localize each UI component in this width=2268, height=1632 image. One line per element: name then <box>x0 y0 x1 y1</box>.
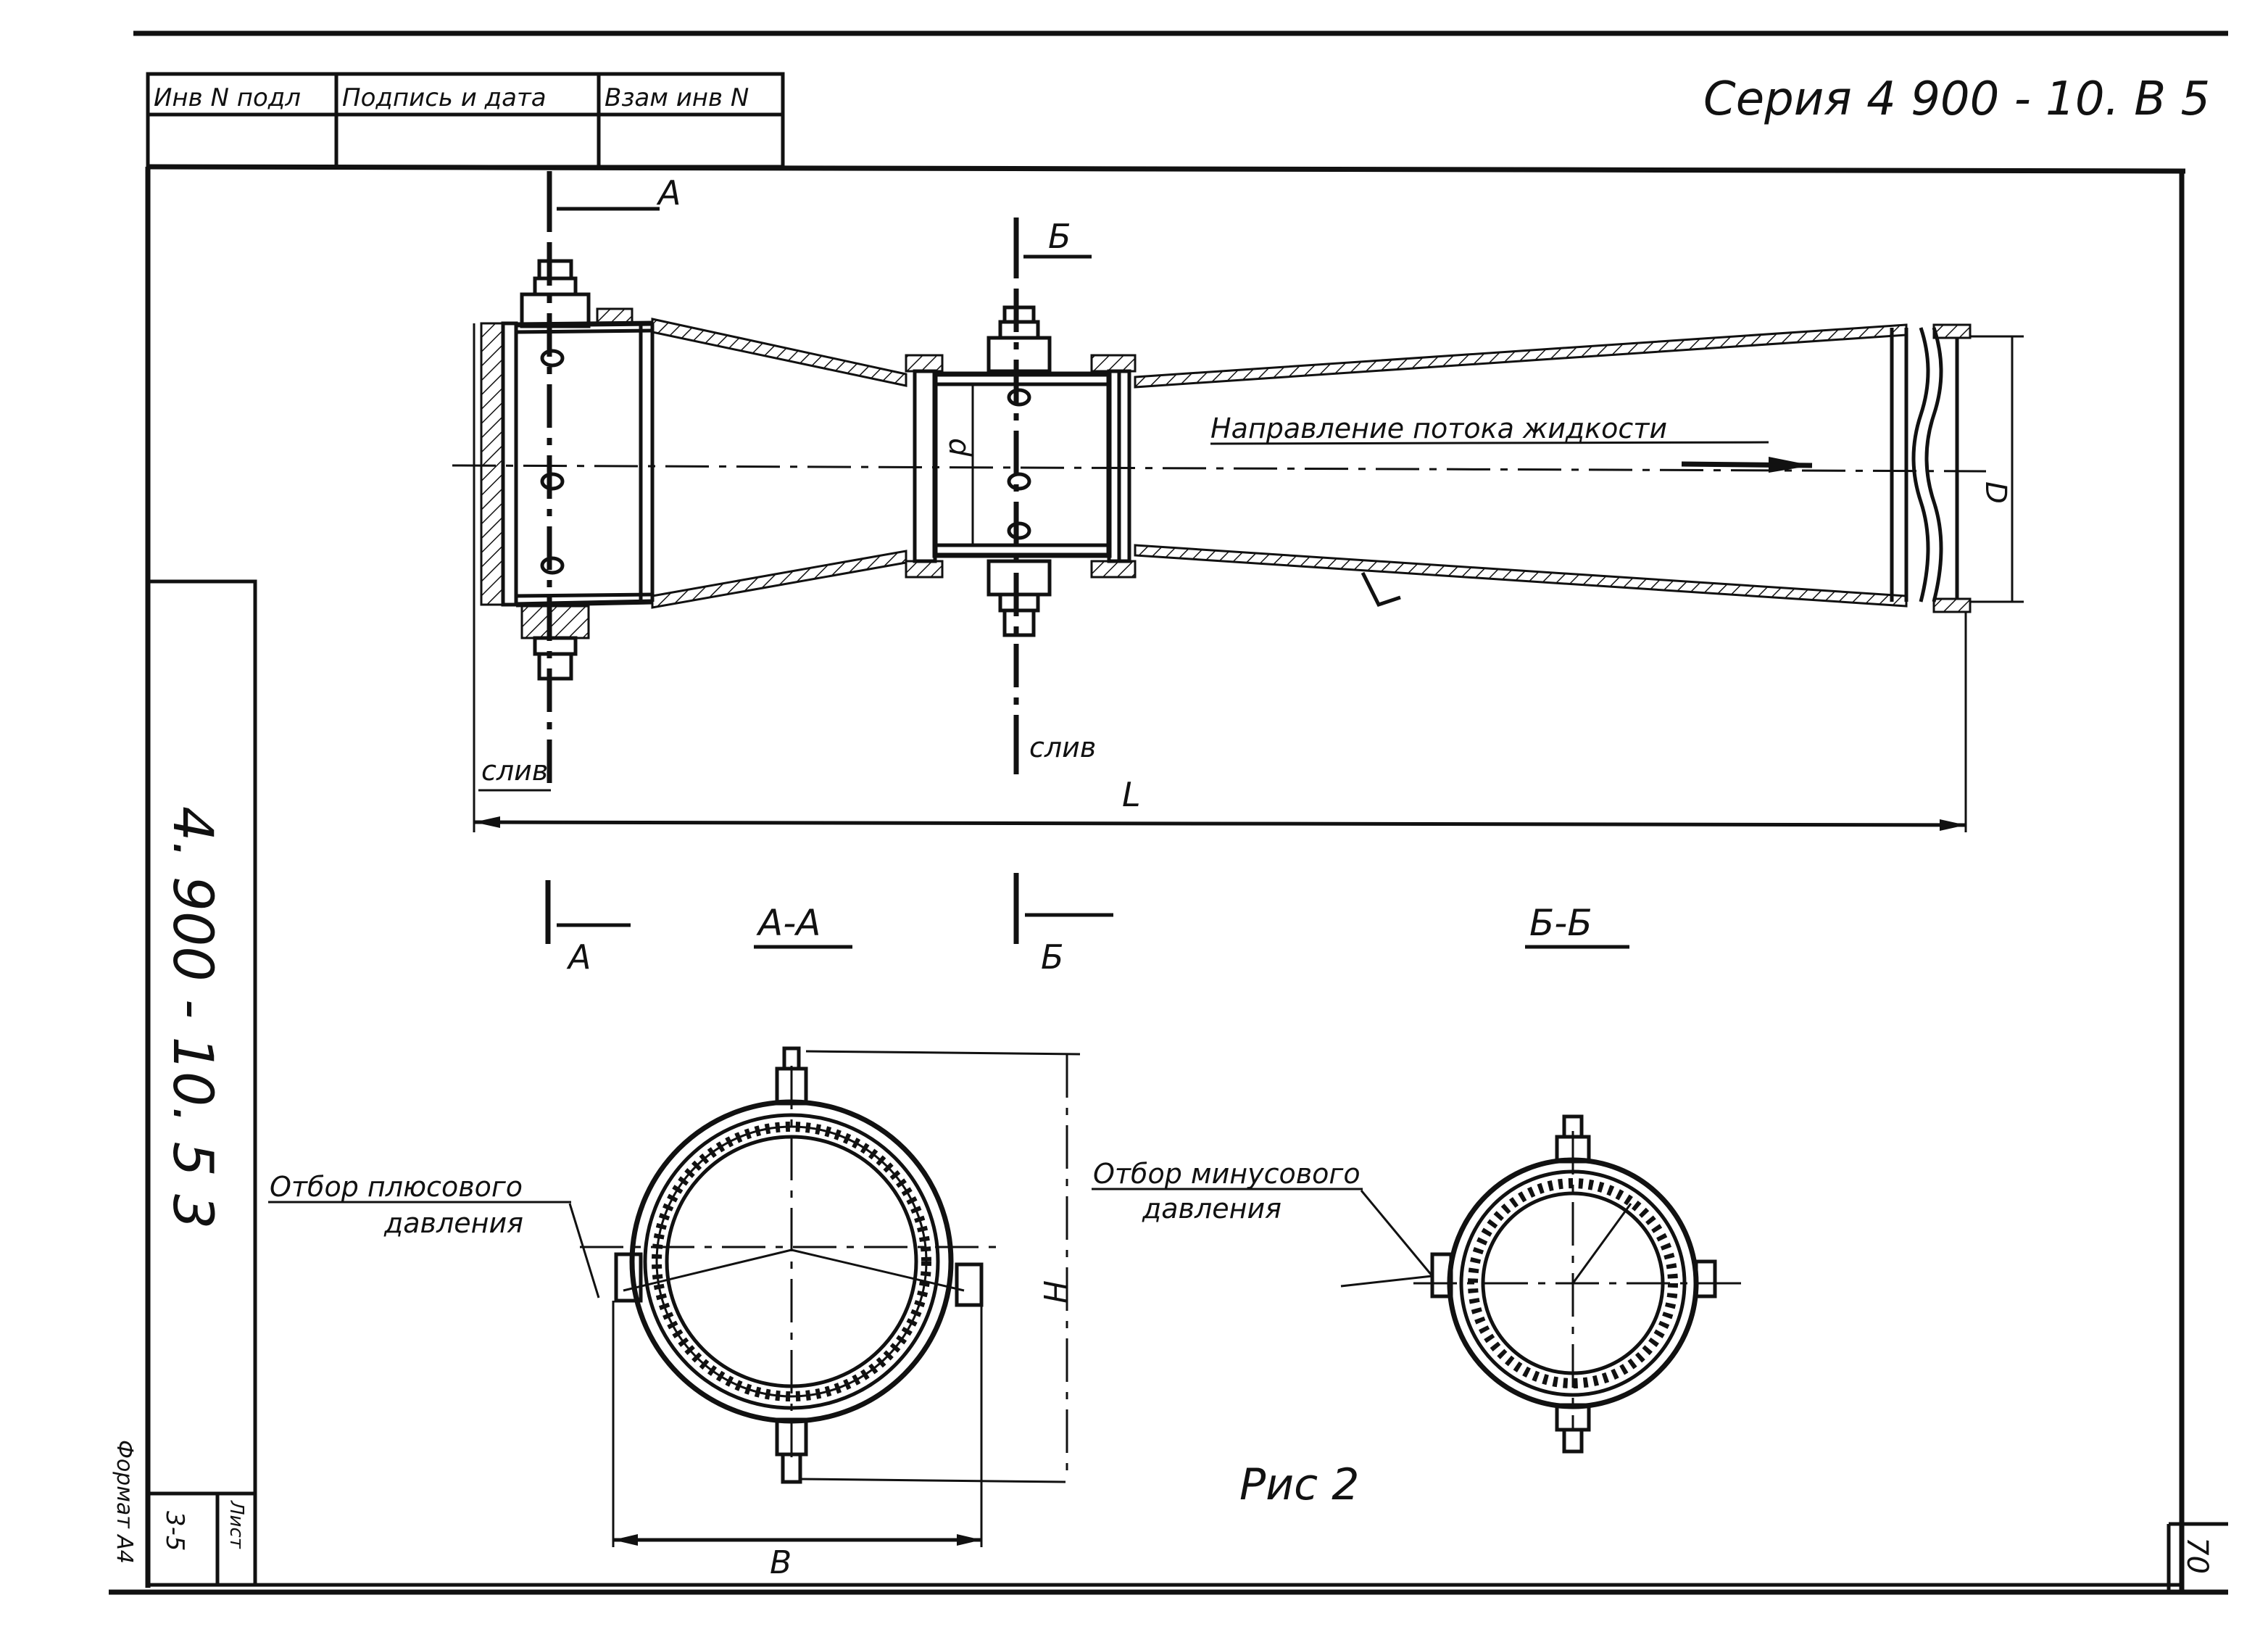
sheet-number: 3-5 <box>160 1511 189 1552</box>
dim-H-label: H <box>1037 1280 1072 1304</box>
dim-L-label: L <box>1122 775 1141 814</box>
dim-d-label: d <box>942 438 976 457</box>
section-cut-lines: А Б <box>547 171 1092 790</box>
minus-pressure-line2: давления <box>1142 1193 1282 1225</box>
title-col-inv: Инв N подл <box>154 83 301 112</box>
sheet-label: Лист <box>225 1500 247 1549</box>
section-a-label-bottom: А <box>566 937 591 977</box>
section-aa-title: А-А <box>756 902 821 944</box>
inlet-bolt-top <box>520 259 591 328</box>
section-b-label-bottom: Б <box>1041 937 1064 977</box>
section-a-label-top: А <box>656 173 681 212</box>
side-code: 4. 900 - 10. 5 3 <box>161 806 225 1229</box>
series-header: Серия 4 900 - 10. В 5 <box>1703 73 2210 126</box>
section-b-label-top: Б <box>1048 217 1071 256</box>
page-number-box: 70 <box>2167 1522 2228 1592</box>
figure-label: Рис 2 <box>1239 1459 1359 1510</box>
drawing-frame <box>109 30 2228 1595</box>
title-col-signature: Подпись и дата <box>342 83 547 112</box>
inlet-bolt-bottom <box>520 605 590 681</box>
dim-B-label: B <box>770 1544 792 1581</box>
section-bb-title: Б-Б <box>1529 902 1592 944</box>
title-block: Инв N подл Подпись и дата Взам инв N <box>146 72 785 169</box>
drain-label-left: слив <box>481 755 548 787</box>
flow-direction-label: Направление потока жидкости <box>1210 413 1667 444</box>
page-number: 70 <box>2180 1537 2214 1574</box>
title-col-replace: Взам инв N <box>605 83 749 112</box>
format-label: Формат А4 <box>112 1440 137 1564</box>
plus-pressure-line2: давления <box>383 1207 523 1239</box>
plus-pressure-line1: Отбор плюсового <box>270 1171 523 1203</box>
drain-label-right: слив <box>1029 732 1096 763</box>
throat-bolt-top <box>986 305 1052 373</box>
section-markers-bottom: А Б <box>545 873 1113 977</box>
side-stamp: 4. 900 - 10. 5 3 Лист 3-5 <box>146 579 257 1587</box>
throat-bolt-bottom <box>986 559 1052 637</box>
dim-D-label: D <box>1979 481 2012 504</box>
minus-pressure-line1: Отбор минусового <box>1093 1158 1361 1190</box>
section-aa-view <box>580 1046 1000 1484</box>
pressure-taps <box>540 349 1031 575</box>
venturi-tube-view <box>452 259 1987 681</box>
section-bb-view <box>1413 1114 1747 1454</box>
axis-centerline <box>452 464 1987 473</box>
